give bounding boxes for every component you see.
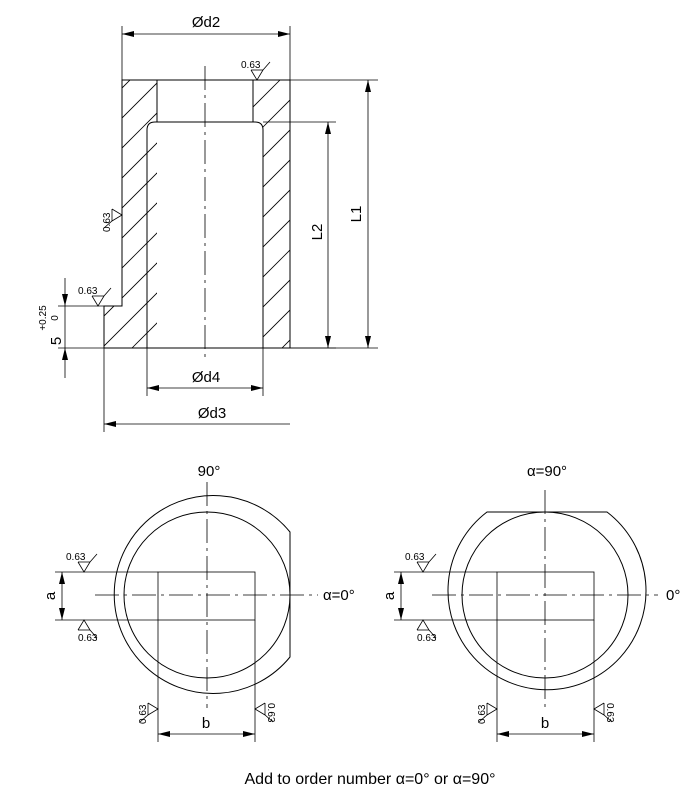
left-dim-a-label: a [42,591,59,600]
svg-text:0.63: 0.63 [265,703,276,723]
dim-step-label: 5 [48,337,65,345]
svg-text:0.63: 0.63 [78,286,98,297]
svg-text:0.63: 0.63 [604,703,615,723]
dim-d2-label: Ød2 [192,14,220,31]
right-end-view: a b α=90° 0° 0.63 0.63 0.63 0.63 [381,463,680,742]
left-end-view: a b 90° α=0° 0.63 0.63 0.63 0.63 [42,463,355,742]
svg-text:0.63: 0.63 [241,60,261,71]
svg-text:0.63: 0.63 [477,704,488,724]
dim-step-tol-upper: +0.25 [38,305,49,331]
svg-text:0.63: 0.63 [78,633,98,644]
right-angle-right: 0° [666,587,680,604]
dim-l2-label: L2 [309,224,326,241]
order-note: Add to order number α=0° or α=90° [245,771,496,788]
roughness-symbol-step: 0.63 [78,286,112,307]
section-outline [103,79,291,349]
outer-contour-flat-right [113,495,291,694]
roughness-symbol-side: 0.63 [102,208,123,232]
left-roughness-bottom: 0.63 [77,619,98,644]
right-roughness-b-left: 0.63 [477,702,498,724]
right-angle-top: α=90° [527,463,567,480]
right-roughness-bottom: 0.63 [416,619,437,644]
roughness-symbol-top: 0.63 [241,60,271,81]
dim-d4-label: Ød4 [192,369,220,386]
section-view: Ød2 L1 L2 Ød4 Ød3 5 +0.25 0 [38,14,378,432]
right-dim-a-label: a [381,591,398,600]
slot [496,571,595,621]
right-roughness-top: 0.63 [405,552,437,573]
svg-text:0.63: 0.63 [66,552,86,563]
dim-d3-label: Ød3 [198,405,226,422]
right-dim-b-label: b [541,715,549,732]
left-roughness-b-right: 0.63 [254,702,276,723]
left-dim-b-label: b [202,715,210,732]
left-roughness-top: 0.63 [66,552,98,573]
outer-contour-flat-top [447,511,647,691]
hatch-left-wall [104,80,157,348]
svg-text:0.63: 0.63 [417,633,437,644]
svg-text:0.63: 0.63 [138,704,149,724]
left-roughness-b-left: 0.63 [138,702,159,724]
left-angle-right: α=0° [323,587,355,604]
slot [157,571,256,621]
dim-l1-label: L1 [348,206,365,223]
dim-step-tol-lower: 0 [50,315,61,321]
left-angle-top: 90° [198,463,221,480]
svg-text:0.63: 0.63 [102,212,113,232]
right-roughness-b-right: 0.63 [593,702,615,723]
hatch-right-wall [253,80,290,348]
svg-text:0.63: 0.63 [405,552,425,563]
